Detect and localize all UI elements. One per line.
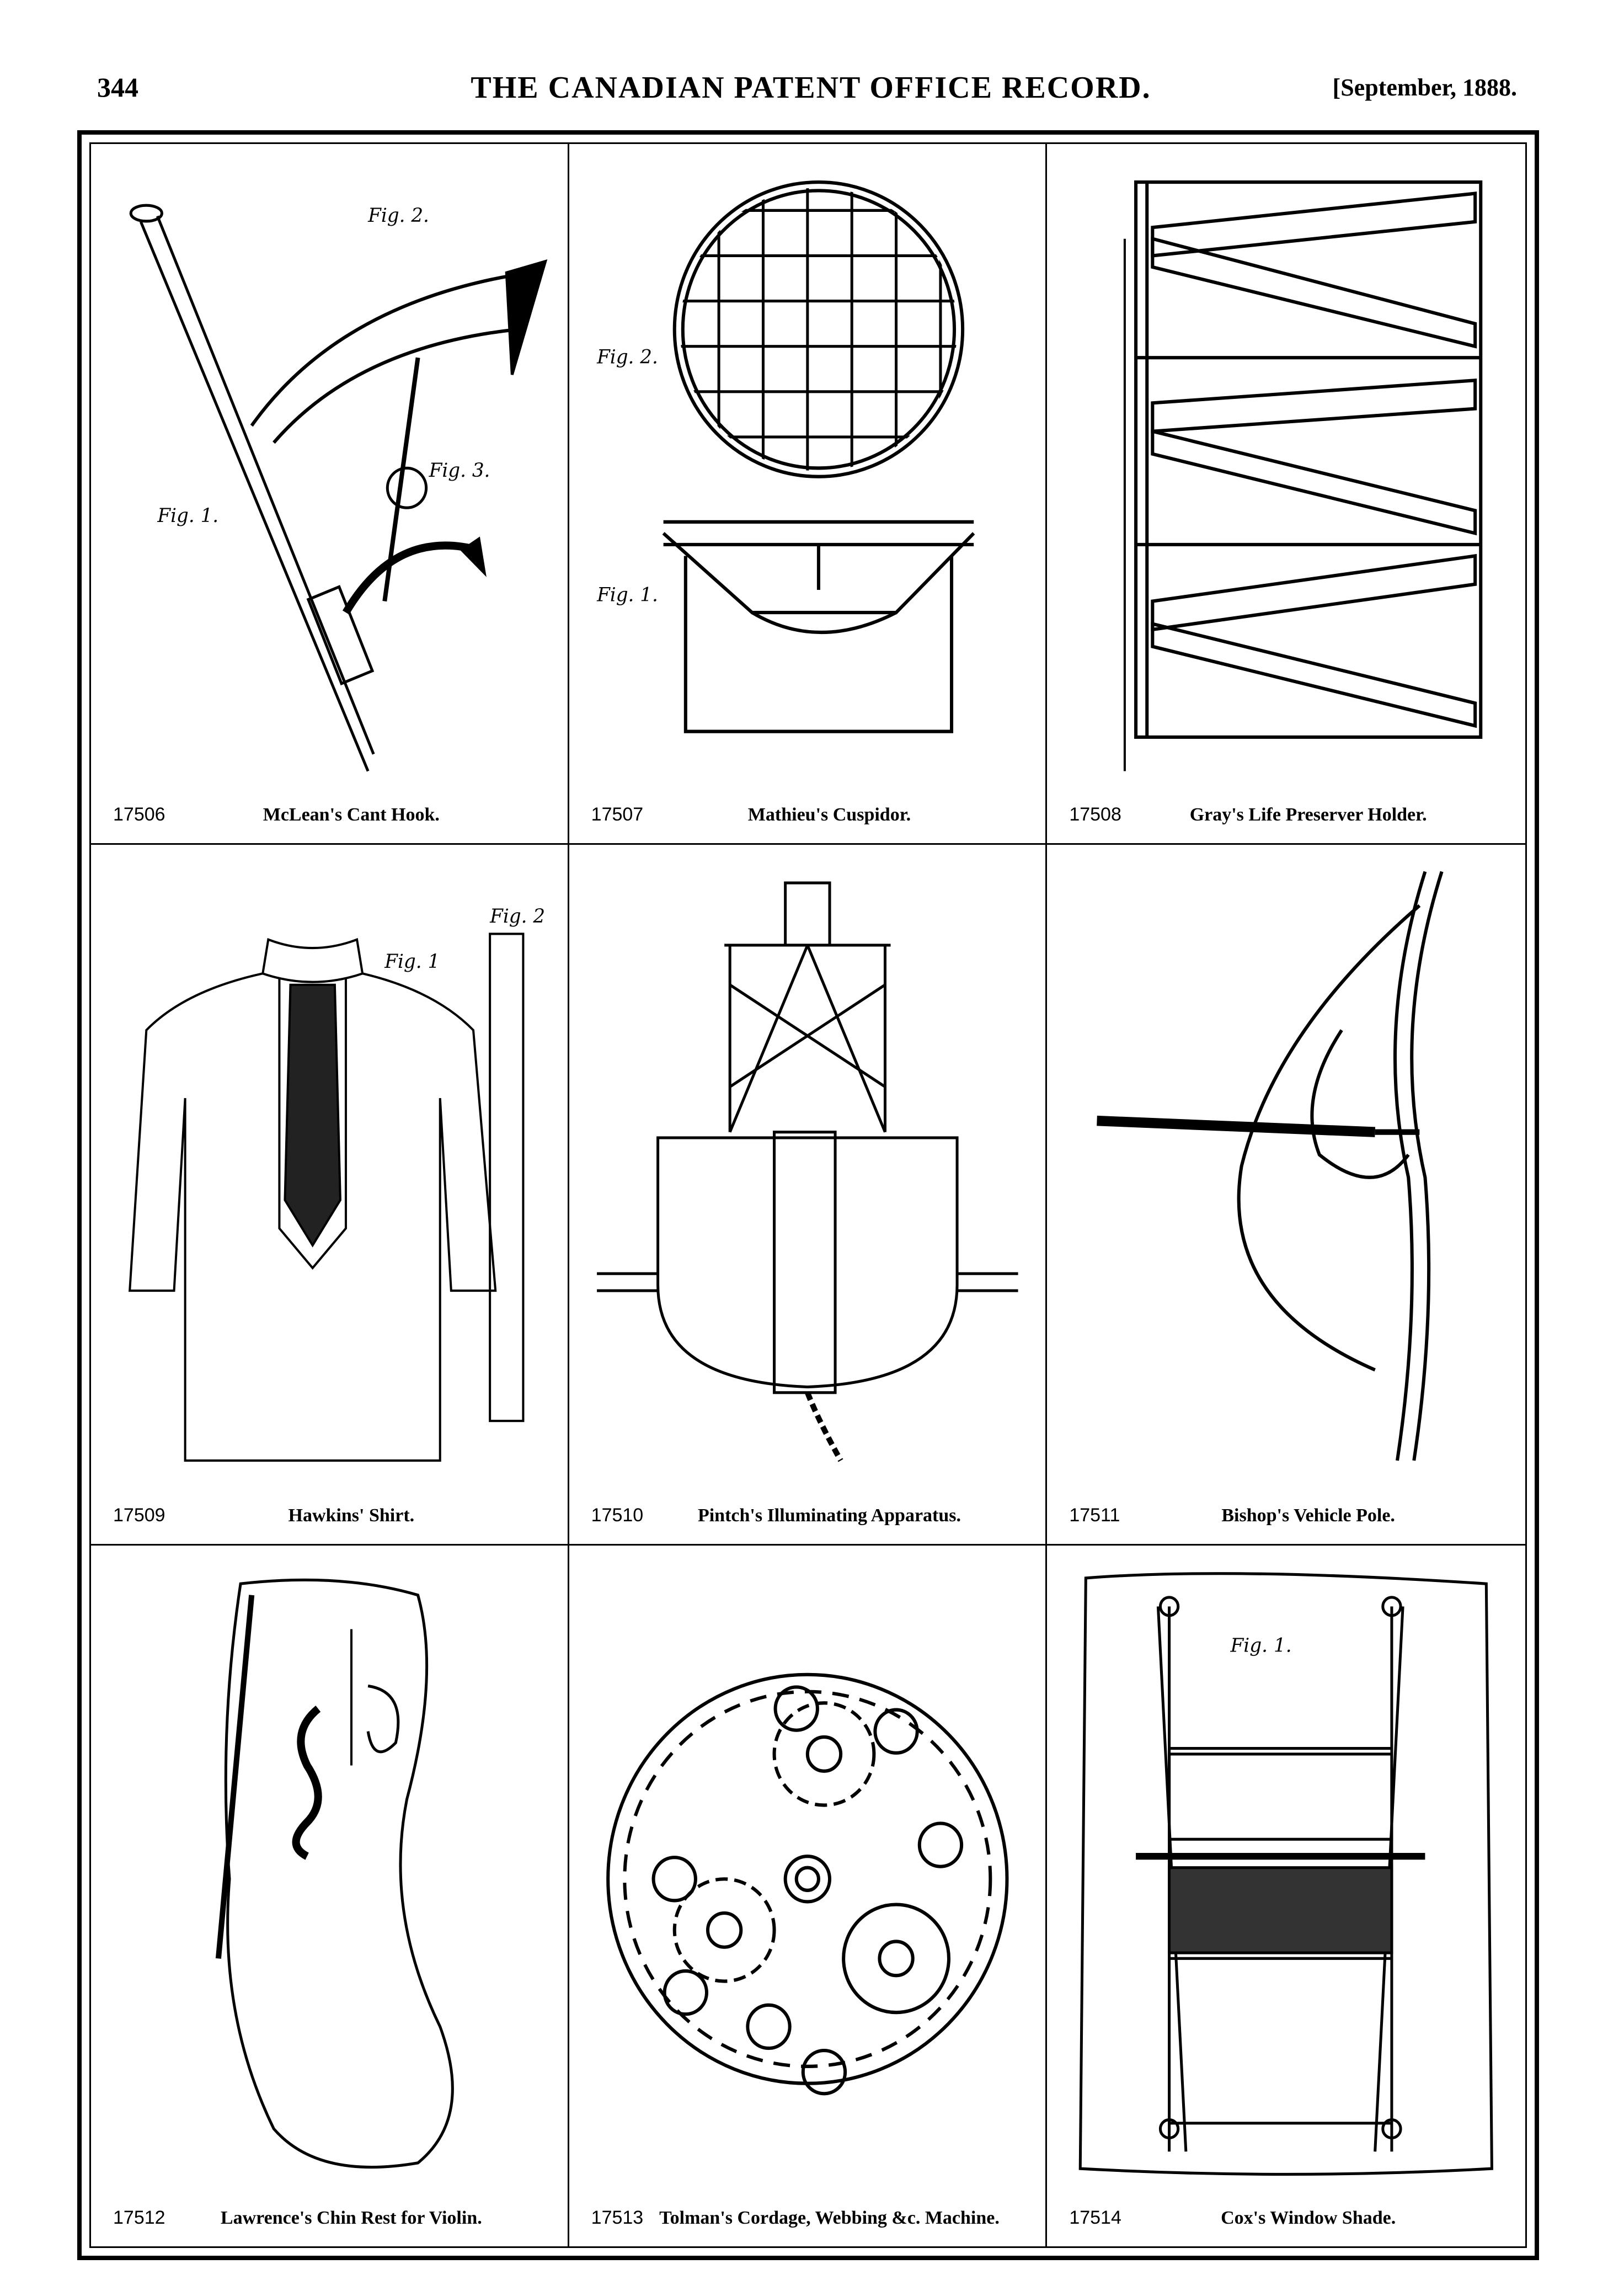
- fig2-label: Fig. 2.: [596, 346, 658, 368]
- patent-number: 17506: [113, 804, 165, 825]
- patent-title: Lawrence's Chin Rest for Violin.: [220, 2208, 482, 2228]
- patent-number: 17508: [1069, 804, 1121, 825]
- shirt-drawing: Fig. 1 Fig. 2: [108, 860, 551, 1483]
- patent-title: Hawkins' Shirt.: [288, 1505, 415, 1526]
- caption-17511: 17511 Bishop's Vehicle Pole.: [1047, 1496, 1525, 1530]
- patent-cell-17511: 17511 Bishop's Vehicle Pole.: [1047, 845, 1525, 1546]
- page-title: THE CANADIAN PATENT OFFICE RECORD.: [471, 71, 1151, 105]
- violin-chin-rest-drawing: [108, 1561, 551, 2186]
- fig1-label: Fig. 1: [384, 951, 440, 973]
- caption-17513: 17513 Tolman's Cordage, Webbing &c. Mach…: [569, 2199, 1046, 2232]
- patent-plate-frame: Fig. 2. Fig. 3. Fig. 1. 17506 McLean's C…: [77, 130, 1539, 2260]
- patent-title: Tolman's Cordage, Webbing &c. Machine.: [659, 2208, 1000, 2228]
- patent-title: Bishop's Vehicle Pole.: [1221, 1505, 1395, 1526]
- cant-hook-drawing: Fig. 2. Fig. 3. Fig. 1.: [108, 159, 551, 782]
- patent-number: 17510: [591, 1505, 644, 1526]
- window-shade-drawing: Fig. 1.: [1064, 1561, 1509, 2186]
- patent-number: 17511: [1069, 1505, 1120, 1526]
- cordage-machine-drawing: [586, 1561, 1029, 2186]
- patent-cell-17507: Fig. 2. Fig. 1. 17507 Mathieu's Cuspidor…: [569, 144, 1048, 845]
- patent-cell-17510: 17510 Pintch's Illuminating Apparatus.: [569, 845, 1048, 1546]
- patent-number: 17512: [113, 2207, 165, 2228]
- patent-number: 17507: [591, 804, 644, 825]
- patent-grid: Fig. 2. Fig. 3. Fig. 1. 17506 McLean's C…: [91, 144, 1525, 2246]
- life-preserver-holder-drawing: [1064, 159, 1509, 782]
- patent-number: 17513: [591, 2207, 644, 2228]
- cuspidor-drawing: Fig. 2. Fig. 1.: [586, 159, 1029, 782]
- patent-title: McLean's Cant Hook.: [263, 805, 440, 825]
- caption-17512: 17512 Lawrence's Chin Rest for Violin.: [91, 2199, 568, 2232]
- patent-plate-inner: Fig. 2. Fig. 3. Fig. 1. 17506 McLean's C…: [89, 142, 1527, 2248]
- fig2-label: Fig. 2.: [367, 205, 429, 227]
- fig1-label: Fig. 1.: [157, 505, 218, 527]
- patent-number: 17514: [1069, 2207, 1121, 2228]
- illuminating-apparatus-drawing: [586, 860, 1029, 1483]
- patent-cell-17513: 17513 Tolman's Cordage, Webbing &c. Mach…: [569, 1546, 1048, 2246]
- patent-number: 17509: [113, 1505, 165, 1526]
- caption-17509: 17509 Hawkins' Shirt.: [91, 1496, 568, 1530]
- page-number: 344: [97, 72, 138, 103]
- caption-17506: 17506 McLean's Cant Hook.: [91, 796, 568, 829]
- caption-17514: 17514 Cox's Window Shade.: [1047, 2199, 1525, 2232]
- patent-cell-17508: 17508 Gray's Life Preserver Holder.: [1047, 144, 1525, 845]
- fig1-label: Fig. 1.: [596, 584, 658, 606]
- patent-cell-17514: Fig. 1. 17514 Cox's Window Shade.: [1047, 1546, 1525, 2246]
- fig2-label: Fig. 2: [489, 905, 545, 928]
- vehicle-pole-drawing: [1064, 860, 1509, 1483]
- patent-cell-17506: Fig. 2. Fig. 3. Fig. 1. 17506 McLean's C…: [91, 144, 569, 845]
- caption-17510: 17510 Pintch's Illuminating Apparatus.: [569, 1496, 1046, 1530]
- patent-title: Gray's Life Preserver Holder.: [1189, 805, 1427, 825]
- patent-cell-17512: 17512 Lawrence's Chin Rest for Violin.: [91, 1546, 569, 2246]
- patent-cell-17509: Fig. 1 Fig. 2 17509 Hawkins' Shirt.: [91, 845, 569, 1546]
- fig1-label: Fig. 1.: [1230, 1634, 1292, 1656]
- fig3-label: Fig. 3.: [429, 459, 490, 481]
- page-header: 344 THE CANADIAN PATENT OFFICE RECORD. […: [83, 63, 1539, 119]
- caption-17508: 17508 Gray's Life Preserver Holder.: [1047, 796, 1525, 829]
- caption-17507: 17507 Mathieu's Cuspidor.: [569, 796, 1046, 829]
- page-date: [September, 1888.: [1332, 74, 1517, 101]
- patent-title: Mathieu's Cuspidor.: [747, 805, 911, 825]
- patent-title: Pintch's Illuminating Apparatus.: [697, 1505, 961, 1526]
- patent-title: Cox's Window Shade.: [1221, 2208, 1396, 2228]
